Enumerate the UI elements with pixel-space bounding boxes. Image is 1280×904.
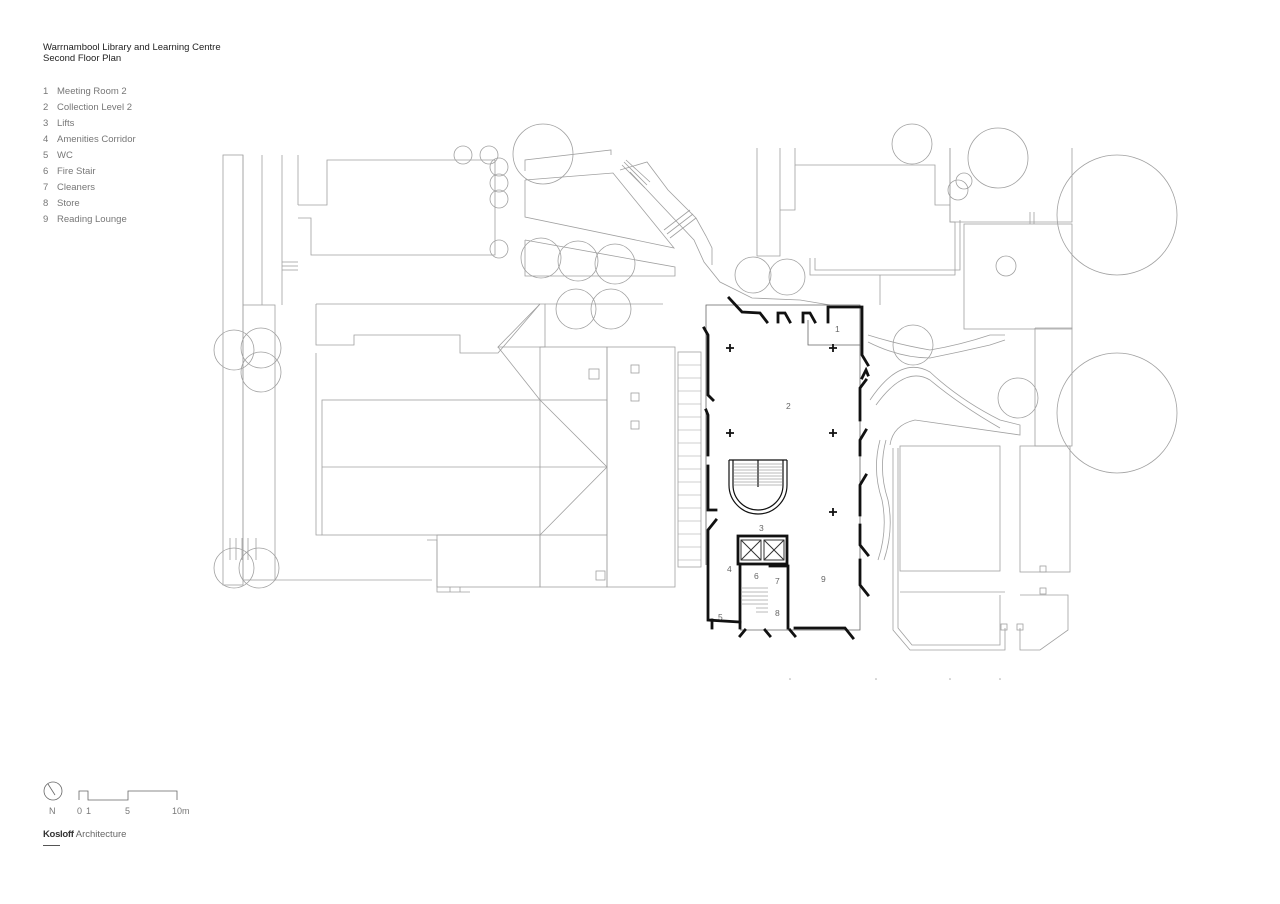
north-label: N: [49, 806, 56, 816]
north-arrow-icon: [43, 781, 63, 801]
fire-stair-treads: [742, 587, 768, 613]
library-walls: [702, 296, 870, 640]
site-context-linework: [213, 123, 1178, 651]
column-markers: [726, 344, 837, 516]
room-tags: 1 2 3 4 5 6 7 8 9: [718, 324, 840, 622]
room-tag-8: 8: [775, 608, 780, 618]
scale-tick-10m: 10m: [172, 806, 190, 816]
scale-tick-1: 1: [86, 806, 92, 816]
room-tag-7: 7: [775, 576, 780, 586]
room-tag-2: 2: [786, 401, 791, 411]
room-tag-9: 9: [821, 574, 826, 584]
scale-tick-0: 0: [77, 806, 83, 816]
room-tag-4: 4: [727, 564, 732, 574]
sheet-title: Second Floor Plan: [43, 53, 122, 64]
lift-cars: [740, 539, 785, 561]
room-tag-6: 6: [754, 571, 759, 581]
room-tag-3: 3: [759, 523, 764, 533]
room-tag-1: 1: [835, 324, 840, 334]
feature-stair: [728, 459, 788, 515]
title-block: Warrnambool Library and Learning Centre …: [43, 42, 221, 64]
room-tag-5: 5: [718, 612, 723, 622]
feature-stair-treads: [734, 463, 782, 486]
firm-logo: Kosloff Architecture: [43, 829, 127, 840]
stair-treads: [678, 364, 701, 561]
grid-markers: [789, 678, 1001, 680]
project-title: Warrnambool Library and Learning Centre: [43, 42, 221, 53]
scale-tick-5: 5: [125, 806, 131, 816]
scale-bar: [78, 790, 178, 801]
logo-underline: [43, 845, 60, 846]
